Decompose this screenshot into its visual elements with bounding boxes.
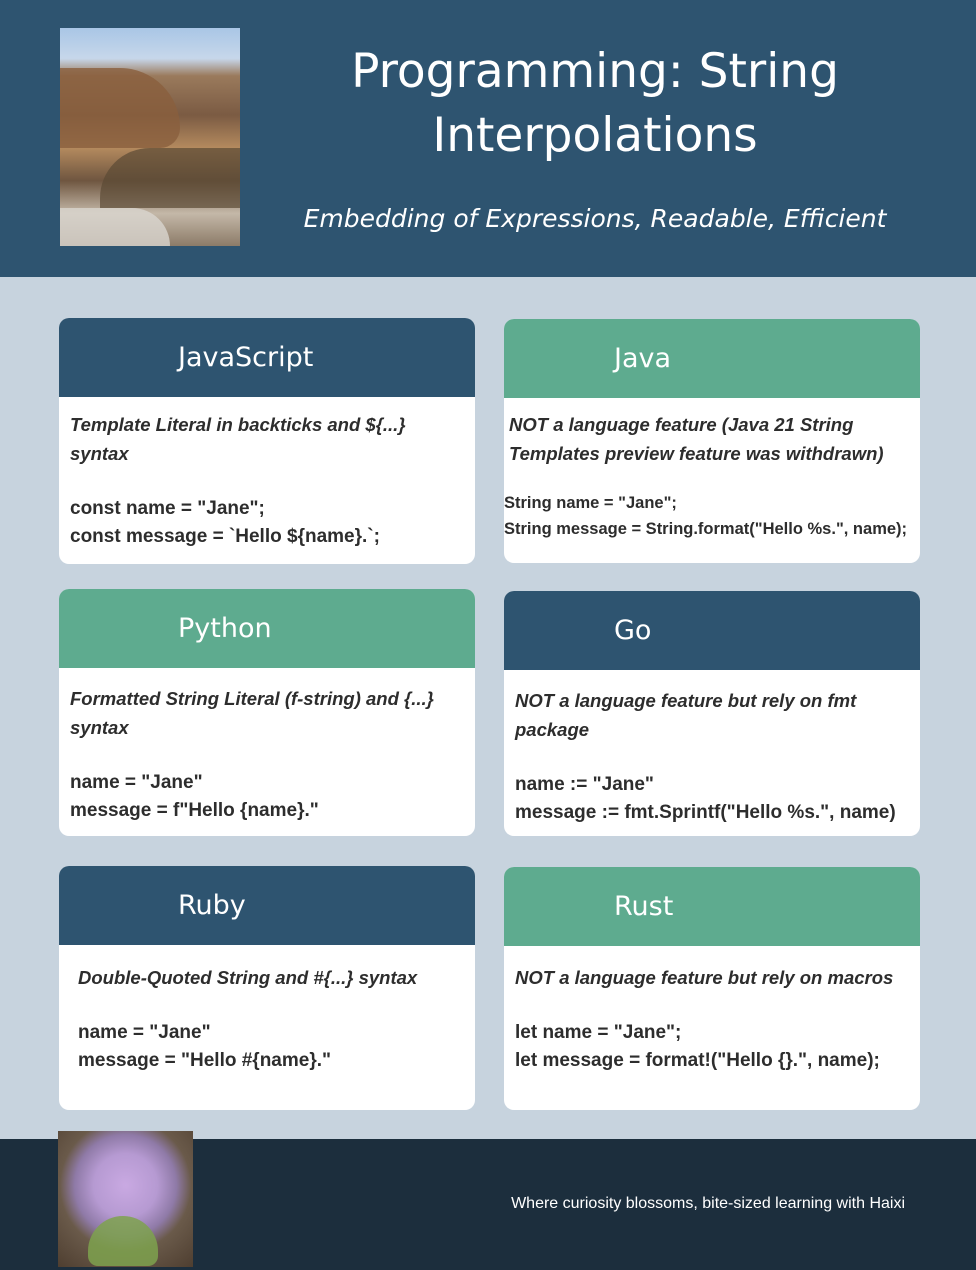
card-java-description: NOT a language feature (Java 21 String T… xyxy=(509,414,884,464)
card-javascript-description: Template Literal in backticks and ${...}… xyxy=(70,414,406,464)
card-python-title: Python xyxy=(59,589,475,668)
card-javascript-code: const name = "Jane"; const message = `He… xyxy=(70,498,380,547)
card-python: Python Formatted String Literal (f-strin… xyxy=(59,589,475,836)
card-rust-code: let name = "Jane"; let message = format!… xyxy=(515,1022,880,1071)
card-rust-description: NOT a language feature but rely on macro… xyxy=(515,967,894,988)
canyon-photo xyxy=(60,28,240,246)
card-go-description: NOT a language feature but rely on fmt p… xyxy=(515,690,857,740)
footer-tagline: Where curiosity blossoms, bite-sized lea… xyxy=(511,1195,905,1212)
card-rust-title: Rust xyxy=(504,867,920,946)
card-python-description: Formatted String Literal (f-string) and … xyxy=(70,688,434,738)
card-rust: Rust NOT a language feature but rely on … xyxy=(504,867,920,1110)
card-ruby: Ruby Double-Quoted String and #{...} syn… xyxy=(59,866,475,1110)
card-javascript-title: JavaScript xyxy=(59,318,475,397)
page-title: Programming: String Interpolations xyxy=(351,44,839,163)
card-java-code: String name = "Jane"; String message = S… xyxy=(504,494,908,538)
hydrangea-photo xyxy=(58,1131,193,1267)
card-go-code: name := "Jane" message := fmt.Sprintf("H… xyxy=(515,774,896,823)
card-python-code: name = "Jane" message = f"Hello {name}." xyxy=(70,772,319,821)
card-java-title: Java xyxy=(504,319,920,398)
card-go: Go NOT a language feature but rely on fm… xyxy=(504,591,920,836)
card-go-title: Go xyxy=(504,591,920,670)
card-ruby-title: Ruby xyxy=(59,866,475,945)
card-ruby-description: Double-Quoted String and #{...} syntax xyxy=(78,967,418,988)
page-subtitle: Embedding of Expressions, Readable, Effi… xyxy=(303,204,887,233)
card-java: Java NOT a language feature (Java 21 Str… xyxy=(504,319,920,563)
card-ruby-code: name = "Jane" message = "Hello #{name}." xyxy=(78,1022,332,1071)
card-javascript: JavaScript Template Literal in backticks… xyxy=(59,318,475,564)
